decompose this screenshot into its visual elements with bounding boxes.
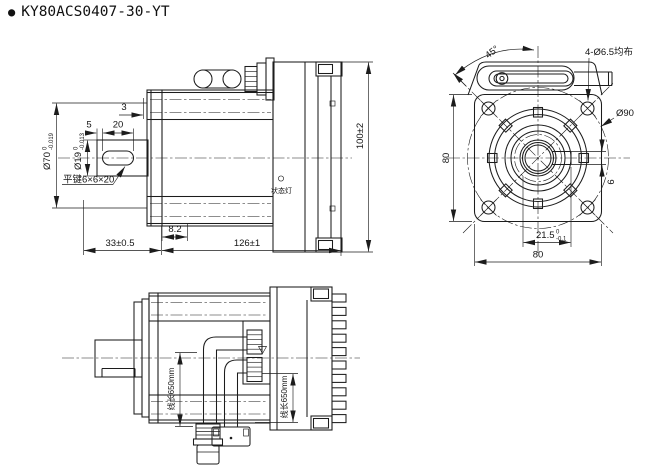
key-height-tol-upper: 0 xyxy=(556,230,560,236)
dim-3: 3 xyxy=(119,98,144,119)
dim-33-text: 33±0.5 xyxy=(106,238,135,249)
gland-1 xyxy=(246,329,263,355)
dim-pilot-diameter: Ø70 0 -0.019 xyxy=(42,102,147,209)
dim-100: 100±2 xyxy=(341,61,373,253)
dim-126-text: 126±1 xyxy=(234,238,260,249)
pilot-dia-tol-upper: 0 xyxy=(43,146,49,150)
mounting-hole xyxy=(580,200,595,215)
bottom-view: 线长650mm 线长650mm xyxy=(62,286,360,465)
dim-cable-2-length: 线长650mm xyxy=(255,373,298,423)
dim-5: 5 xyxy=(84,120,98,140)
cooling-fins xyxy=(331,293,347,424)
cable-2 xyxy=(223,359,247,427)
dim-8-2: 8.2 xyxy=(161,224,188,241)
cable-2-length-label: 线长650mm xyxy=(279,375,289,418)
keyway-slot xyxy=(101,150,135,166)
dim-cable-1-length: 线长650mm xyxy=(166,352,197,427)
pilot-dia-tol-lower: -0.019 xyxy=(49,132,55,150)
dim-20-text: 20 xyxy=(113,120,124,131)
shaft-dia-tol-lower: -0.013 xyxy=(80,132,86,150)
bullet-icon: ● xyxy=(8,5,16,19)
status-light-label: 状态灯 xyxy=(271,186,292,195)
drawing-title: ● KY80ACS0407-30-YT xyxy=(8,4,170,20)
flange-front xyxy=(473,93,603,223)
mounting-hole xyxy=(481,101,496,116)
cable-1 xyxy=(202,336,247,424)
part-number: KY80ACS0407-30-YT xyxy=(21,4,170,20)
dim-126: 126±1 xyxy=(162,238,342,256)
cable-1-assembly xyxy=(192,336,247,465)
bolt-circle-text: Ø90 xyxy=(616,108,634,119)
dim-5-text: 5 xyxy=(86,120,91,131)
gland-2 xyxy=(246,356,263,383)
dim-shaft-diameter: Ø19 0 -0.013 xyxy=(73,132,97,177)
dim-33: 33±0.5 xyxy=(83,200,162,255)
cable-glands xyxy=(242,320,271,385)
dim-width-80: 80 xyxy=(474,224,602,266)
holes-callout: 4-Ø6.5均布 xyxy=(585,46,633,101)
dim-3-text: 3 xyxy=(121,102,126,113)
bolt-circle-callout: Ø90 xyxy=(600,108,634,127)
dim-100-text: 100±2 xyxy=(355,123,366,149)
dim-45-degrees: 45° xyxy=(454,44,535,76)
shaft-dia-tol-upper: 0 xyxy=(74,146,80,150)
cable-gland xyxy=(244,65,258,93)
rear-housing-side xyxy=(272,61,343,253)
mounting-hole xyxy=(481,200,496,215)
dim-20: 20 xyxy=(102,120,134,151)
motor-face-circles xyxy=(488,108,588,208)
shaft-dia-text: Ø19 xyxy=(73,152,84,170)
dim-height-80: 80 xyxy=(441,94,472,222)
mounting-holes xyxy=(480,100,596,216)
cable-2-assembly xyxy=(211,359,251,447)
key-height-text: 21.5 xyxy=(536,230,555,241)
dim-width-text: 80 xyxy=(533,250,544,261)
dim-8-2-text: 8.2 xyxy=(168,224,181,235)
eye-ring-icon xyxy=(193,69,213,89)
key-height-tol-lower: -0.1 xyxy=(556,237,567,243)
key-label: 平键6×6×20 xyxy=(63,174,114,186)
orientation-mark xyxy=(257,346,268,355)
side-view: 状态灯 3 5 20 xyxy=(42,57,373,256)
holes-label: 4-Ø6.5均布 xyxy=(585,46,633,58)
mounting-hole xyxy=(580,101,595,116)
dim-key-width-text: 6 xyxy=(606,179,617,184)
status-light-indicator xyxy=(278,175,284,182)
vent-slots xyxy=(486,106,590,210)
bolt-circle xyxy=(467,87,609,229)
front-view: 45° 4-Ø6.5均布 Ø90 80 xyxy=(441,44,634,266)
dim-key-height-21-5: 21.5 0 -0.1 xyxy=(522,167,572,247)
cable-1-length-label: 线长650mm xyxy=(166,367,176,410)
eye-bolt-front xyxy=(467,61,613,96)
dim-key-width-6: 6 xyxy=(571,139,617,185)
status-light: 状态灯 xyxy=(271,175,292,195)
shaft-key-profile xyxy=(552,150,572,166)
dim-height-text: 80 xyxy=(441,153,452,164)
shaft-circle xyxy=(521,141,555,175)
dim-45-text: 45° xyxy=(483,44,501,62)
eye-bolt-side xyxy=(193,57,275,101)
connector-2 xyxy=(211,426,251,447)
pilot-dia-text: Ø70 xyxy=(42,152,53,170)
key-callout: 平键6×6×20 xyxy=(62,166,126,186)
